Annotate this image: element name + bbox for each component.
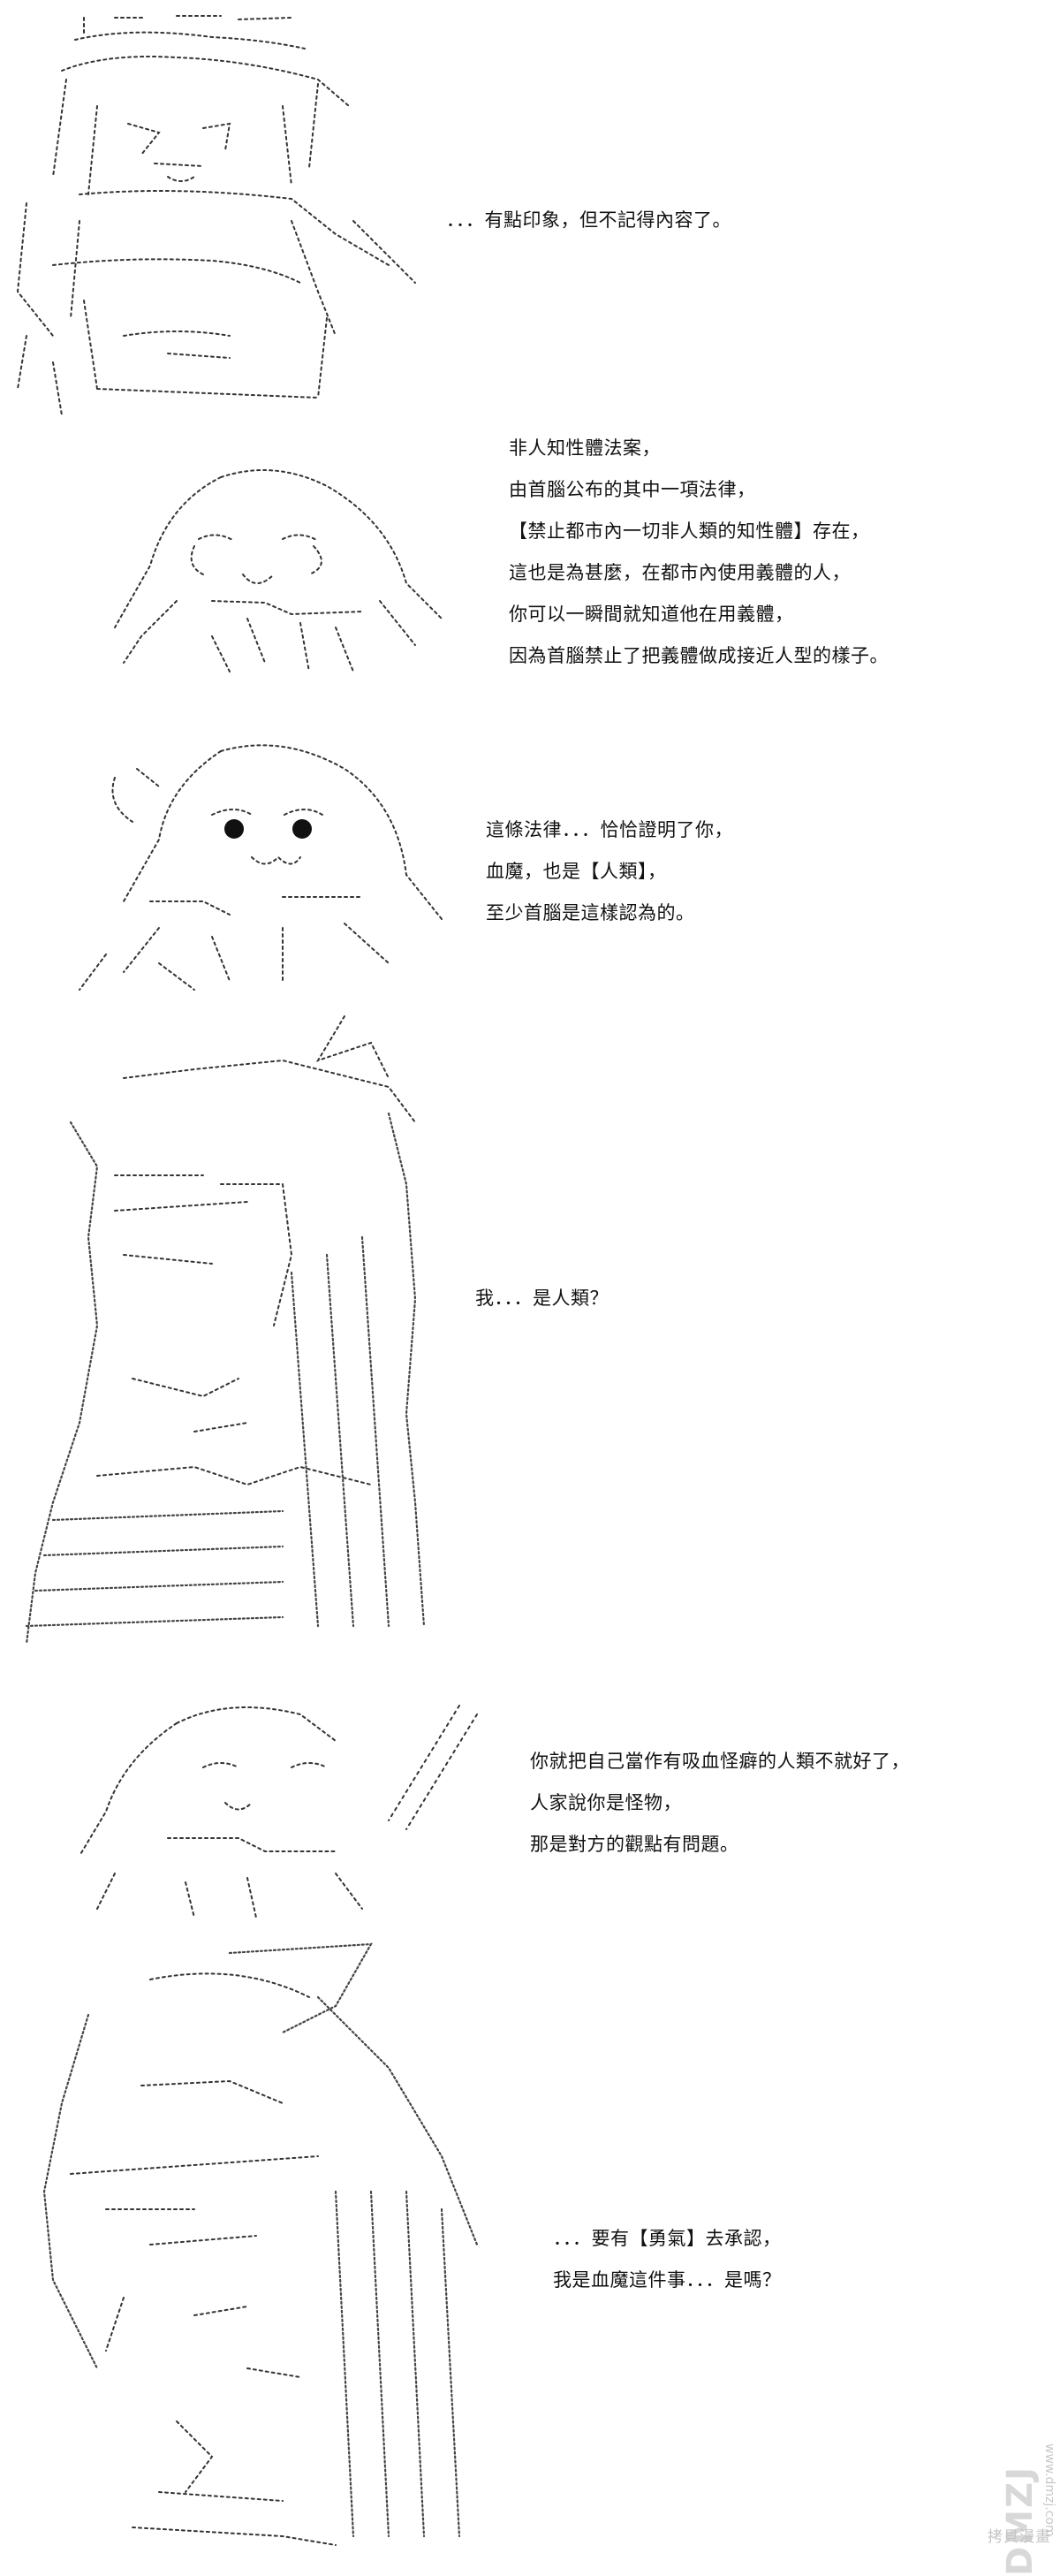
ascii-art-mascot-with-sword: [79, 1705, 478, 1919]
speech-line: 你就把自己當作有吸血怪癖的人類不就好了，: [530, 1751, 910, 1772]
panel-2: 非人知性體法案， 由首腦公布的其中一項法律， 【禁止都市內一切非人類的知性體】存…: [0, 424, 1060, 689]
watermark-logo: DMZJ: [1000, 2466, 1041, 2576]
watermark-url: www.dmzj.com: [1042, 2443, 1056, 2537]
panel-5: 你就把自己當作有吸血怪癖的人類不就好了， 人家說你是怪物， 那是對方的觀點有問題…: [0, 1679, 1060, 1926]
speech-line: 你可以一瞬間就知道他在用義體，: [509, 604, 794, 625]
speech-block-5: 你就把自己當作有吸血怪癖的人類不就好了， 人家說你是怪物， 那是對方的觀點有問題…: [530, 1741, 910, 1866]
ascii-art-girl-closeup-shadowed: [25, 1015, 426, 1645]
speech-line: 至少首腦是這樣認為的。: [486, 902, 695, 923]
panel-1: ．．．有點印象，但不記得內容了。: [0, 0, 1060, 424]
speech-line: 那是對方的觀點有問題。: [530, 1834, 739, 1855]
speech-block-3: 這條法律．．．恰恰證明了你， 血魔，也是【人類】， 至少首腦是這樣認為的。: [486, 809, 733, 934]
speech-line: 這也是為甚麼，在都市內使用義體的人，: [509, 562, 851, 583]
speech-line: 非人知性體法案，: [509, 437, 661, 459]
ascii-art-hooded-girl: [16, 15, 416, 416]
speech-line: ．．．有點印象，但不記得內容了。: [446, 209, 731, 231]
ascii-art-round-mascot: [114, 469, 443, 672]
panel-6: ．．．要有【勇氣】去承認， 我是血魔這件事．．．是嗎？: [0, 1926, 1060, 2553]
watermark-text: 拷貝漫畫: [988, 2528, 1051, 2546]
panel-4: 我．．．是人類？: [0, 1007, 1060, 1653]
ascii-art-girl-kneeling-in-shadow: [42, 1942, 479, 2546]
speech-line: 這條法律．．．恰恰證明了你，: [486, 819, 733, 840]
speech-block-4: 我．．．是人類？: [475, 1278, 609, 1319]
speech-line: 由首腦公布的其中一項法律，: [509, 479, 756, 500]
speech-block-1: ．．．有點印象，但不記得內容了。: [446, 200, 731, 241]
speech-line: 人家說你是怪物，: [530, 1792, 682, 1813]
speech-block-6: ．．．要有【勇氣】去承認， 我是血魔這件事．．．是嗎？: [553, 2218, 782, 2301]
speech-line: 我是血魔這件事．．．是嗎？: [553, 2269, 782, 2291]
panel-3: 這條法律．．．恰恰證明了你， 血魔，也是【人類】， 至少首腦是這樣認為的。: [0, 733, 1060, 999]
speech-line: ．．．要有【勇氣】去承認，: [553, 2228, 782, 2249]
speech-line: 血魔，也是【人類】，: [486, 861, 667, 882]
speech-line: 因為首腦禁止了把義體做成接近人型的樣子。: [509, 645, 889, 666]
speech-block-2: 非人知性體法案， 由首腦公布的其中一項法律， 【禁止都市內一切非人類的知性體】存…: [509, 428, 889, 677]
ascii-art-mascot-wide-eyes: [79, 744, 443, 991]
speech-line: 【禁止都市內一切非人類的知性體】存在，: [509, 521, 870, 542]
speech-line: 我．．．是人類？: [475, 1288, 609, 1309]
